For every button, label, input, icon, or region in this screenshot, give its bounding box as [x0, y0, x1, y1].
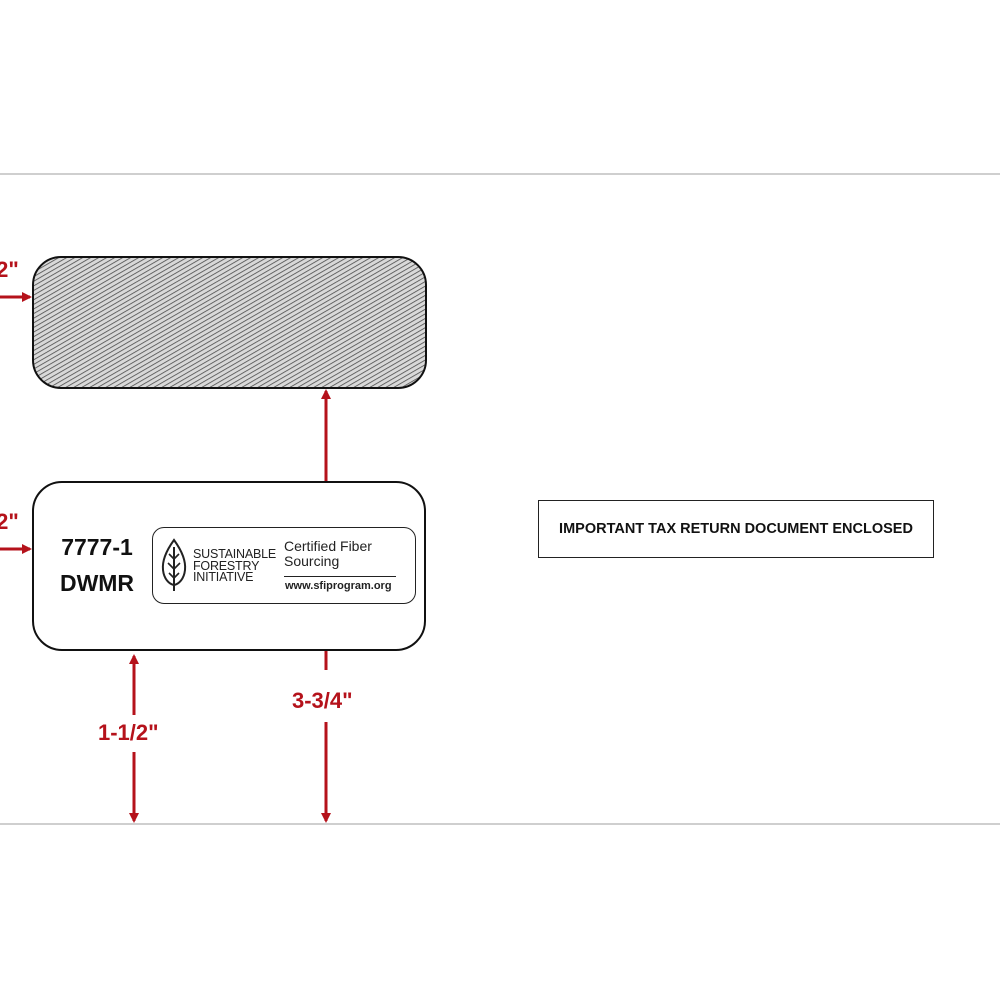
tax-notice-text: IMPORTANT TAX RETURN DOCUMENT ENCLOSED [559, 521, 913, 537]
sfi-certification: Certified Fiber Sourcing [284, 539, 372, 569]
sfi-org-name: SUSTAINABLE FORESTRY INITIATIVE [193, 547, 277, 584]
sfi-org-line: FORESTRY [193, 558, 260, 573]
sfi-org-line: SUSTAINABLE [193, 547, 277, 561]
sfi-url: www.sfiprogram.org [285, 580, 392, 592]
envelope-top-edge [0, 173, 1000, 175]
sfi-cert-line: Sourcing [284, 553, 340, 569]
sfi-org-line: INITIATIVE [193, 570, 254, 584]
form-code: DWMR [59, 570, 135, 596]
top-window [32, 256, 427, 389]
sfi-badge: SUSTAINABLE FORESTRY INITIATIVE Certifie… [152, 527, 416, 604]
dimension-label-bottom-window: 1-1/2" [98, 720, 159, 745]
envelope-bottom-edge [0, 823, 1000, 825]
divider [284, 576, 396, 577]
dimension-label-top-window: 3-3/4" [292, 686, 353, 716]
tree-leaf-icon [161, 538, 187, 591]
dimension-label-left-top: /2" [0, 257, 19, 282]
sfi-cert-line: Certified Fiber [284, 538, 372, 554]
tax-notice-box: IMPORTANT TAX RETURN DOCUMENT ENCLOSED [538, 500, 934, 558]
form-number: 7777-1 [61, 534, 133, 560]
dimension-label-left-bottom: /2" [0, 509, 19, 534]
